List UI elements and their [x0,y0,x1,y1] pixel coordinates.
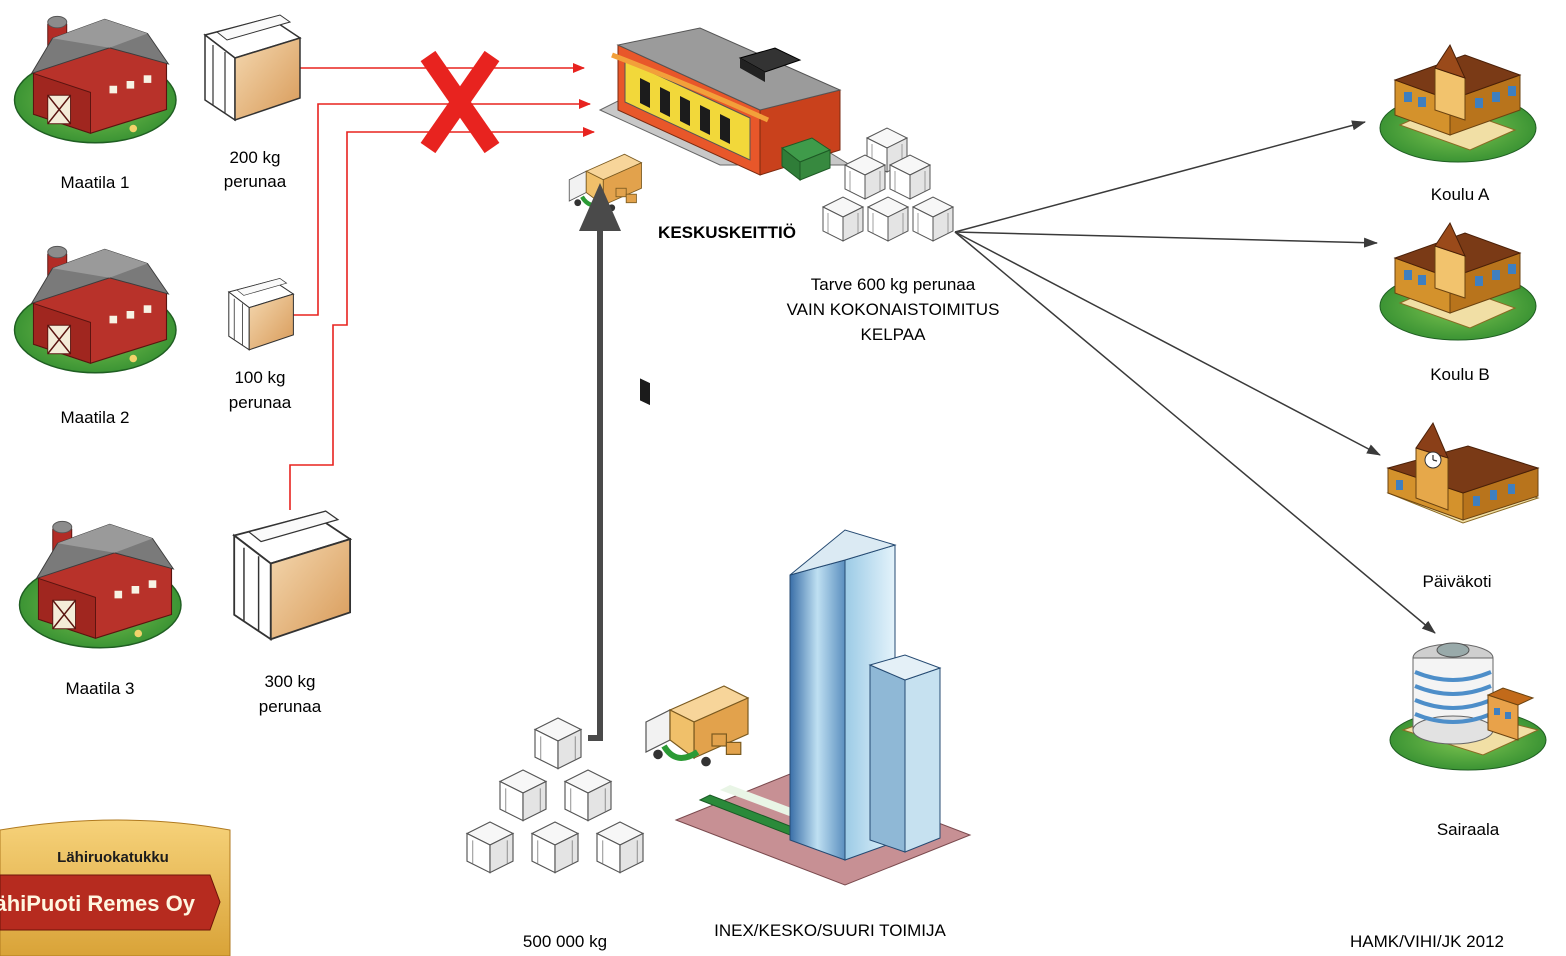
arrow-to-koulu-b [954,231,1378,248]
crate-icon [889,154,931,200]
distribution-arrows [954,120,1436,634]
requirement-line: KELPAA [861,325,927,344]
destination-koulu-a: Koulu A [1379,44,1537,204]
farm-1: Maatila 1 [13,15,177,192]
farm-name: Maatila 2 [61,408,130,427]
farm-2-crate: 100 kg perunaa [228,277,294,412]
logo-subtitle: Lähiruokatukku [57,849,169,866]
kitchen-crate-stack [822,127,954,242]
crate-icon [822,196,864,242]
destination-koulu-b: Koulu B [1379,222,1537,384]
logo-name: LähiPuoti Remes Oy [0,891,196,916]
farm-name: Maatila 1 [61,173,130,192]
crate-icon [204,14,301,121]
school-building-icon [1379,44,1537,163]
arrow-to-koulu-a [954,120,1366,233]
requirement-line: Tarve 600 kg perunaa [811,275,976,294]
crate-content: perunaa [229,393,292,412]
farm-2: Maatila 2 [13,245,177,427]
supplier-crate-stack: 500 000 kg [466,717,644,951]
crate-icon [534,717,582,770]
main-supply-arrow [579,183,621,741]
farm-name: Maatila 3 [66,679,135,698]
arrow-to-paivakoti [954,231,1381,456]
requirement-line: VAIN KOKONAISTOIMITUS [787,300,1000,319]
barn-icon [13,245,177,374]
restaurant-building-icon [598,27,852,406]
crate-amount: 300 kg [264,672,315,691]
farm-1-crate: 200 kg perunaa [204,14,301,191]
crate-icon [596,821,644,874]
company-logo: Lähiruokatukku LähiPuoti Remes Oy [0,819,231,956]
clock-tower-building-icon [1387,422,1539,524]
barn-icon [18,520,182,649]
destination-paivakoti: Päiväkoti [1387,422,1539,591]
crate-amount: 100 kg [234,368,285,387]
kitchen-name: KESKUSKEITTIÖ [658,223,796,242]
crate-icon [564,769,612,822]
destination-name: Koulu B [1430,365,1490,384]
rejected-cross-mark [420,50,500,154]
crate-content: perunaa [224,172,287,191]
school-building-icon [1379,222,1537,341]
crate-icon [531,821,579,874]
credit-text: HAMK/VIHI/JK 2012 [1350,932,1504,951]
destination-name: Sairaala [1437,820,1500,839]
barn-icon [13,15,177,144]
crate-content: perunaa [259,697,322,716]
cross-mark-icon [420,50,500,154]
crate-icon [912,196,954,242]
crate-icon [228,277,294,351]
supplier-headquarters: INEX/KESKO/SUURI TOIMIJA [646,529,972,940]
skyscraper-icon [674,529,972,886]
crate-icon [466,821,514,874]
crate-amount: 200 kg [229,148,280,167]
central-kitchen: KESKUSKEITTIÖ [569,27,852,406]
supplier-name: INEX/KESKO/SUURI TOIMIJA [714,921,946,940]
destination-sairaala: Sairaala [1388,641,1548,839]
hospital-building-icon [1388,641,1548,772]
destination-name: Päiväkoti [1423,572,1492,591]
destination-name: Koulu A [1431,185,1490,204]
crate-icon [844,154,886,200]
farm-3: Maatila 3 [18,520,182,698]
farm-3-crate: 300 kg perunaa [233,510,352,716]
kitchen-requirement: Tarve 600 kg perunaa VAIN KOKONAISTOIMIT… [787,275,1000,344]
supply-line-farm-3 [289,127,595,510]
supplier-amount: 500 000 kg [523,932,607,951]
delivery-truck-icon [646,686,748,766]
crate-icon [867,196,909,242]
crate-icon [233,510,352,641]
delivery-truck-icon [569,154,641,211]
arrow-to-sairaala [954,231,1436,634]
crate-icon [499,769,547,822]
